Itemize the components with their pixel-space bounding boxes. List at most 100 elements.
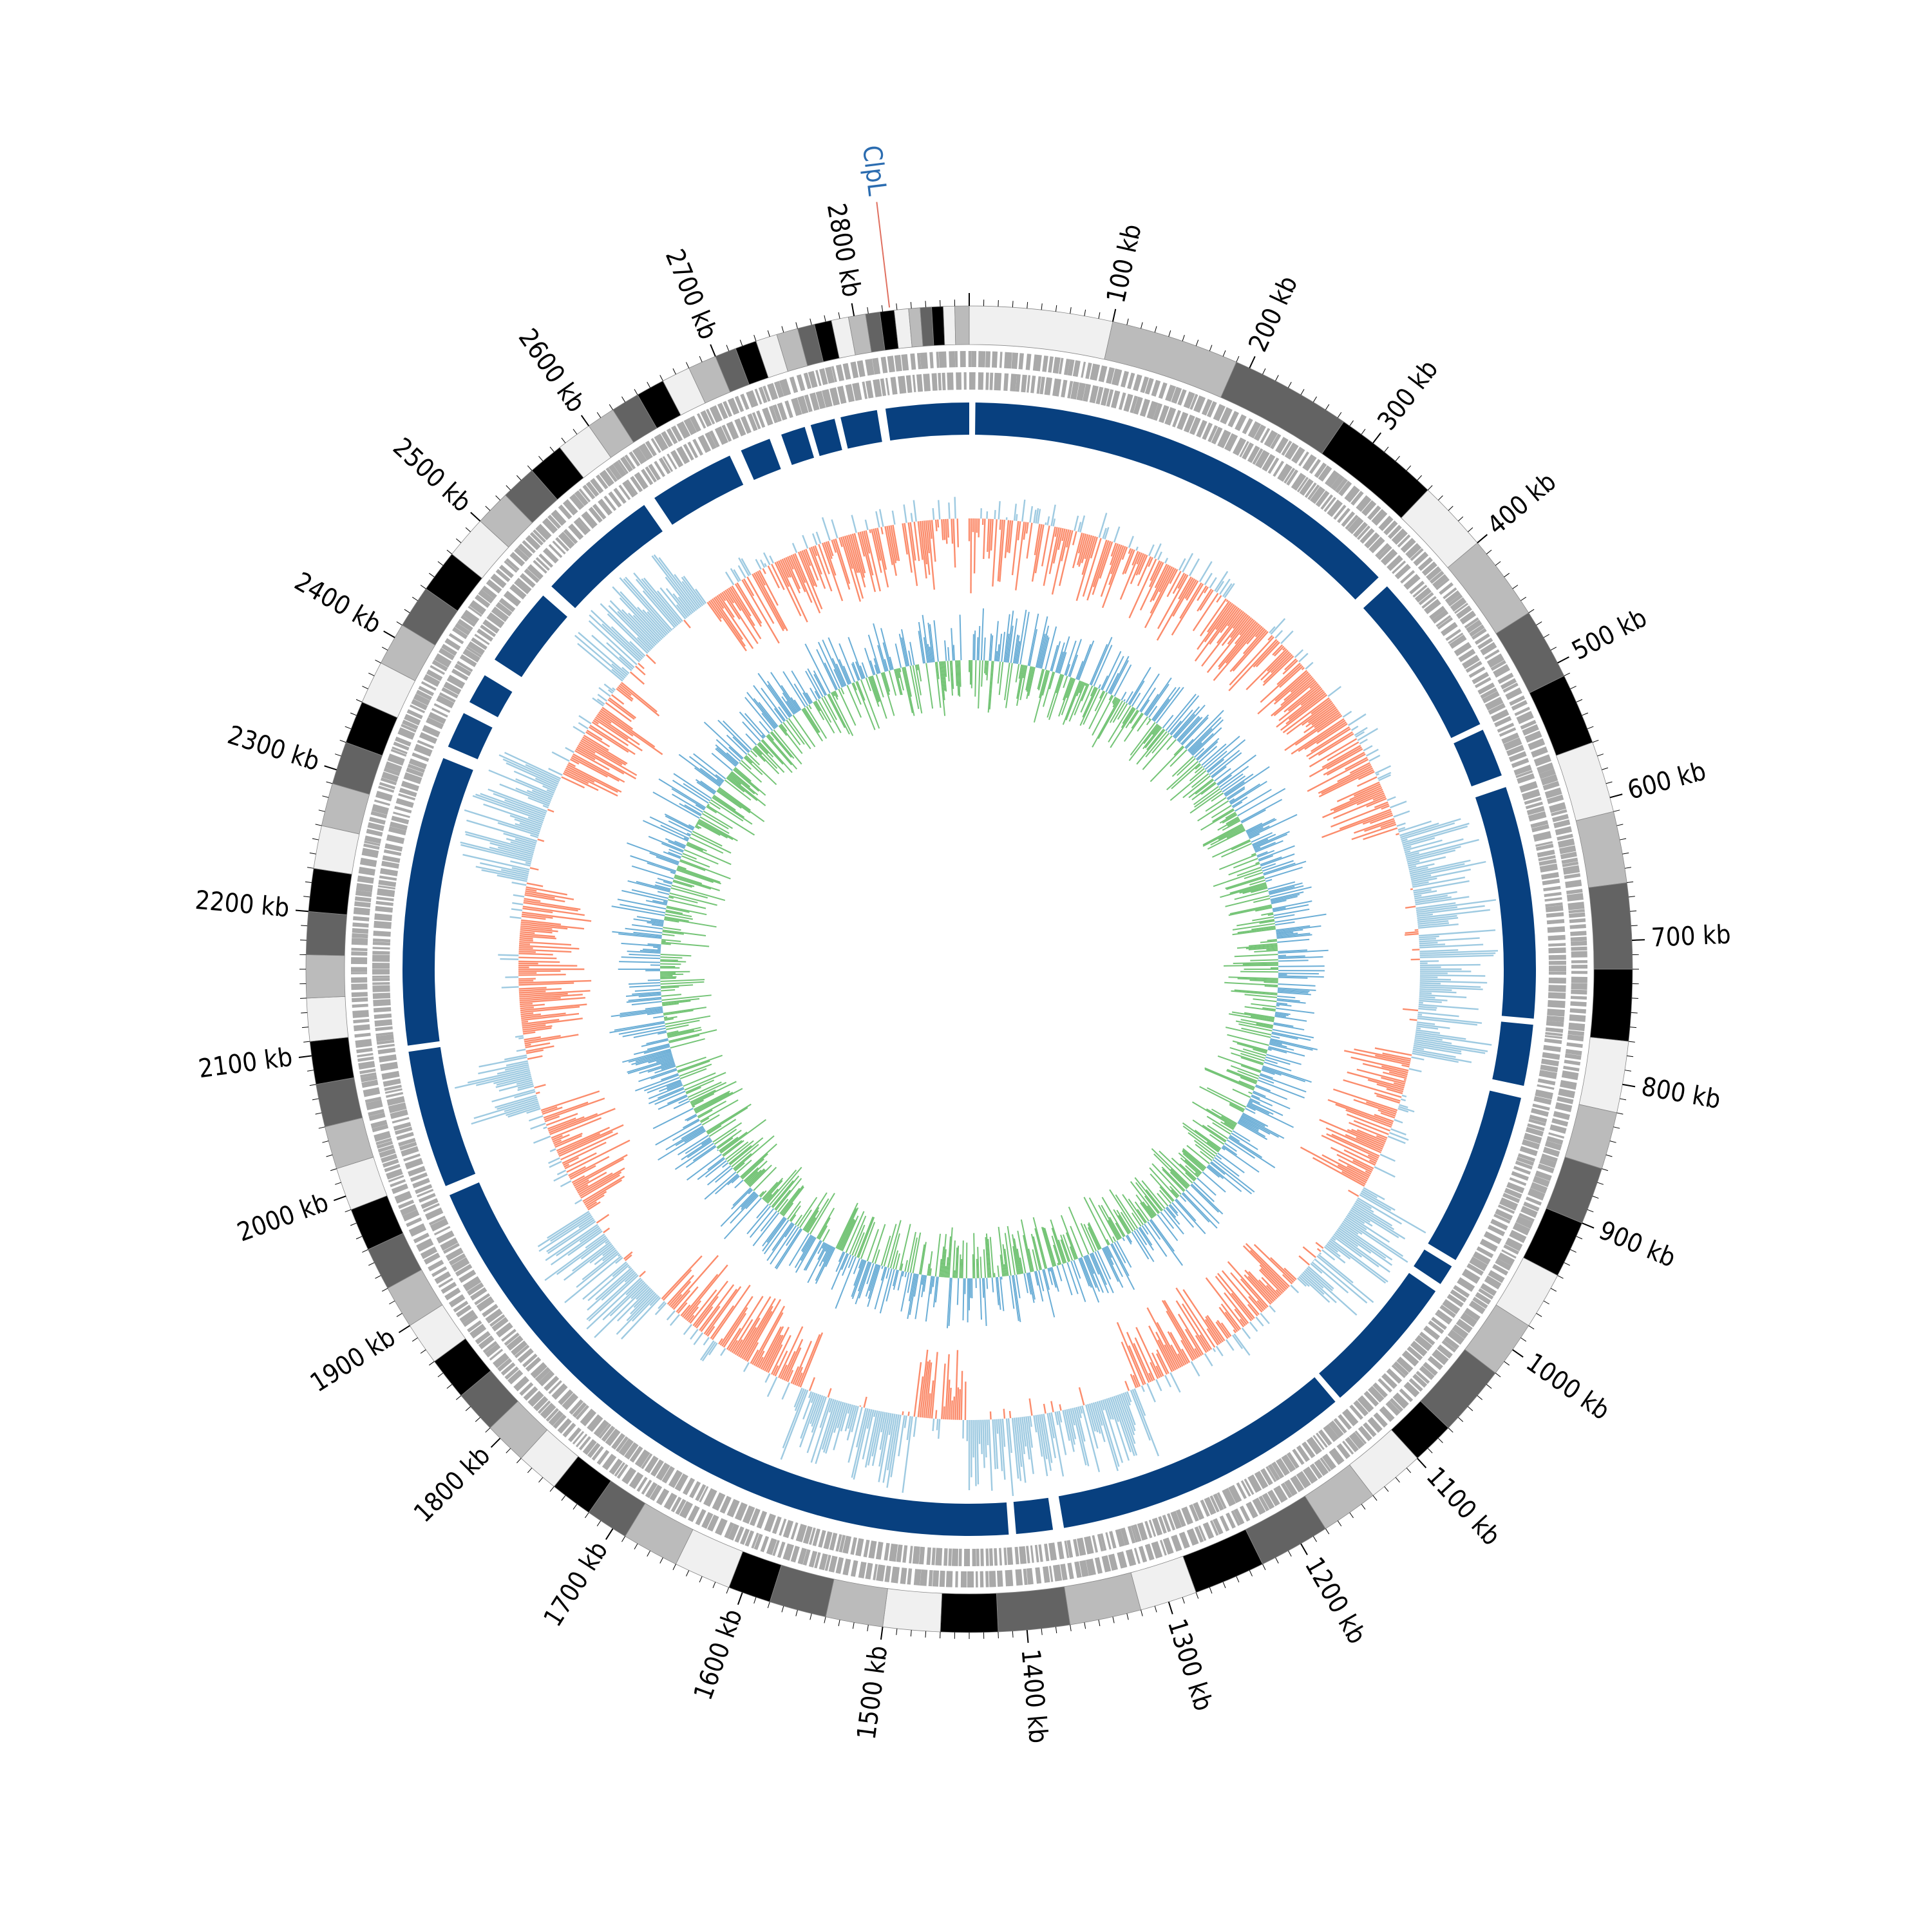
gc-content-bar bbox=[1075, 536, 1097, 601]
cds-feature bbox=[372, 954, 390, 962]
cds-feature bbox=[1426, 566, 1442, 581]
gc-skew-bar bbox=[1197, 1177, 1217, 1196]
gc-skew-bar bbox=[664, 1018, 674, 1021]
gc-content-bar bbox=[764, 563, 768, 567]
cds-feature bbox=[1479, 1238, 1498, 1252]
cds-feature bbox=[381, 860, 399, 869]
minor-tick bbox=[1620, 838, 1627, 840]
cds-feature bbox=[1453, 1285, 1470, 1298]
gc-skew-bar bbox=[1125, 691, 1133, 703]
cds-feature bbox=[1380, 549, 1398, 566]
gc-skew-bar bbox=[1264, 1061, 1292, 1072]
gc-skew-bar bbox=[1217, 1152, 1245, 1173]
gc-content-bar bbox=[530, 834, 538, 838]
gc-skew-bar bbox=[687, 1115, 697, 1122]
minor-tick bbox=[1222, 350, 1226, 357]
gc-skew-bar bbox=[813, 670, 828, 696]
gc-skew-bar bbox=[1234, 989, 1278, 994]
gc-content-bar bbox=[676, 604, 688, 618]
gc-content-bar bbox=[1273, 672, 1311, 705]
gc-skew-bar bbox=[759, 721, 770, 734]
gc-content-bar bbox=[1011, 1417, 1019, 1479]
gc-content-bar bbox=[1415, 1035, 1443, 1041]
cds-feature bbox=[661, 431, 673, 448]
cds-feature bbox=[1539, 863, 1558, 873]
gc-content-bar bbox=[1390, 800, 1407, 809]
cds-feature bbox=[929, 352, 934, 368]
contig-segment bbox=[931, 306, 945, 346]
gc-content-bar bbox=[721, 591, 741, 620]
cds-feature bbox=[611, 1433, 625, 1450]
gc-skew-bar bbox=[1137, 716, 1148, 732]
gc-skew-bar bbox=[779, 724, 803, 754]
gc-content-bar bbox=[1334, 1232, 1390, 1273]
cds-feature bbox=[1019, 1546, 1027, 1564]
gc-content-bar bbox=[703, 1336, 710, 1346]
cds-feature bbox=[578, 488, 591, 503]
minor-tick bbox=[1592, 739, 1599, 743]
cds-feature bbox=[1519, 781, 1538, 793]
gc-skew-bar bbox=[1017, 1231, 1027, 1274]
cds-feature bbox=[1265, 1466, 1277, 1482]
gene-annotation-label: ClpL bbox=[857, 144, 892, 197]
gc-content-bar bbox=[518, 947, 533, 949]
gc-skew-bar bbox=[1200, 782, 1217, 795]
cds-feature bbox=[1460, 1312, 1477, 1327]
gc-content-bar bbox=[938, 1419, 941, 1439]
cds-feature bbox=[1553, 819, 1571, 829]
minor-tick bbox=[1012, 301, 1014, 308]
gc-content-bar bbox=[1381, 1077, 1406, 1085]
gc-skew-bar bbox=[1207, 829, 1246, 850]
gc-content-bar bbox=[719, 1296, 753, 1346]
cds-feature bbox=[353, 1018, 370, 1024]
gc-content-bar bbox=[774, 1350, 788, 1377]
cds-feature bbox=[388, 826, 407, 836]
gc-content-bar bbox=[1336, 781, 1380, 802]
gc-skew-bar bbox=[802, 692, 811, 705]
gc-content-bar bbox=[1161, 1300, 1197, 1359]
cds-feature bbox=[695, 1509, 706, 1526]
gc-skew-bar bbox=[877, 645, 886, 672]
gc-skew-bar bbox=[691, 833, 732, 854]
gc-skew-bar bbox=[734, 1162, 745, 1172]
cds-feature bbox=[1302, 1441, 1316, 1459]
gc-content-bar bbox=[1327, 1241, 1351, 1260]
major-tick bbox=[710, 344, 716, 357]
minor-tick bbox=[672, 1564, 676, 1570]
gc-skew-bar bbox=[633, 1030, 667, 1039]
gc-skew-bar bbox=[1226, 1070, 1257, 1083]
cds-feature bbox=[1286, 1452, 1300, 1469]
gc-content-bar bbox=[1108, 545, 1124, 585]
gc-skew-bar bbox=[744, 755, 753, 764]
gc-skew-bar bbox=[726, 752, 739, 764]
gc-skew-bar bbox=[991, 1277, 994, 1293]
cds-feature bbox=[824, 1555, 831, 1571]
gc-content-bar bbox=[1347, 1165, 1370, 1179]
cds-feature bbox=[1032, 354, 1042, 372]
cds-feature bbox=[1523, 1133, 1542, 1144]
cds-feature bbox=[1511, 700, 1528, 711]
gc-content-bar bbox=[1305, 661, 1314, 670]
gc-content-bar bbox=[827, 540, 834, 556]
cds-feature bbox=[887, 355, 895, 373]
gc-skew-bar bbox=[1276, 1003, 1292, 1007]
cds-feature bbox=[1354, 1430, 1367, 1444]
gc-content-bar bbox=[1272, 644, 1283, 656]
cds-feature bbox=[357, 1056, 374, 1062]
gc-content-bar bbox=[506, 762, 558, 787]
gc-content-bar bbox=[1233, 1333, 1251, 1356]
synteny-block bbox=[975, 402, 1379, 600]
gc-skew-bar bbox=[1166, 1206, 1177, 1218]
gc-content-bar bbox=[1399, 822, 1439, 837]
cds-feature bbox=[1133, 1524, 1142, 1542]
gc-skew-bar bbox=[867, 634, 881, 674]
cds-feature bbox=[1194, 1526, 1204, 1543]
gc-skew-bar bbox=[807, 1244, 829, 1283]
gc-skew-bar bbox=[1210, 827, 1245, 846]
cds-feature bbox=[1548, 954, 1566, 960]
gc-skew-bar bbox=[808, 705, 812, 710]
gc-content-bar bbox=[690, 1329, 699, 1340]
gc-skew-bar bbox=[851, 1224, 866, 1256]
cds-feature bbox=[1519, 1146, 1538, 1157]
gc-skew-bar bbox=[1278, 960, 1309, 962]
